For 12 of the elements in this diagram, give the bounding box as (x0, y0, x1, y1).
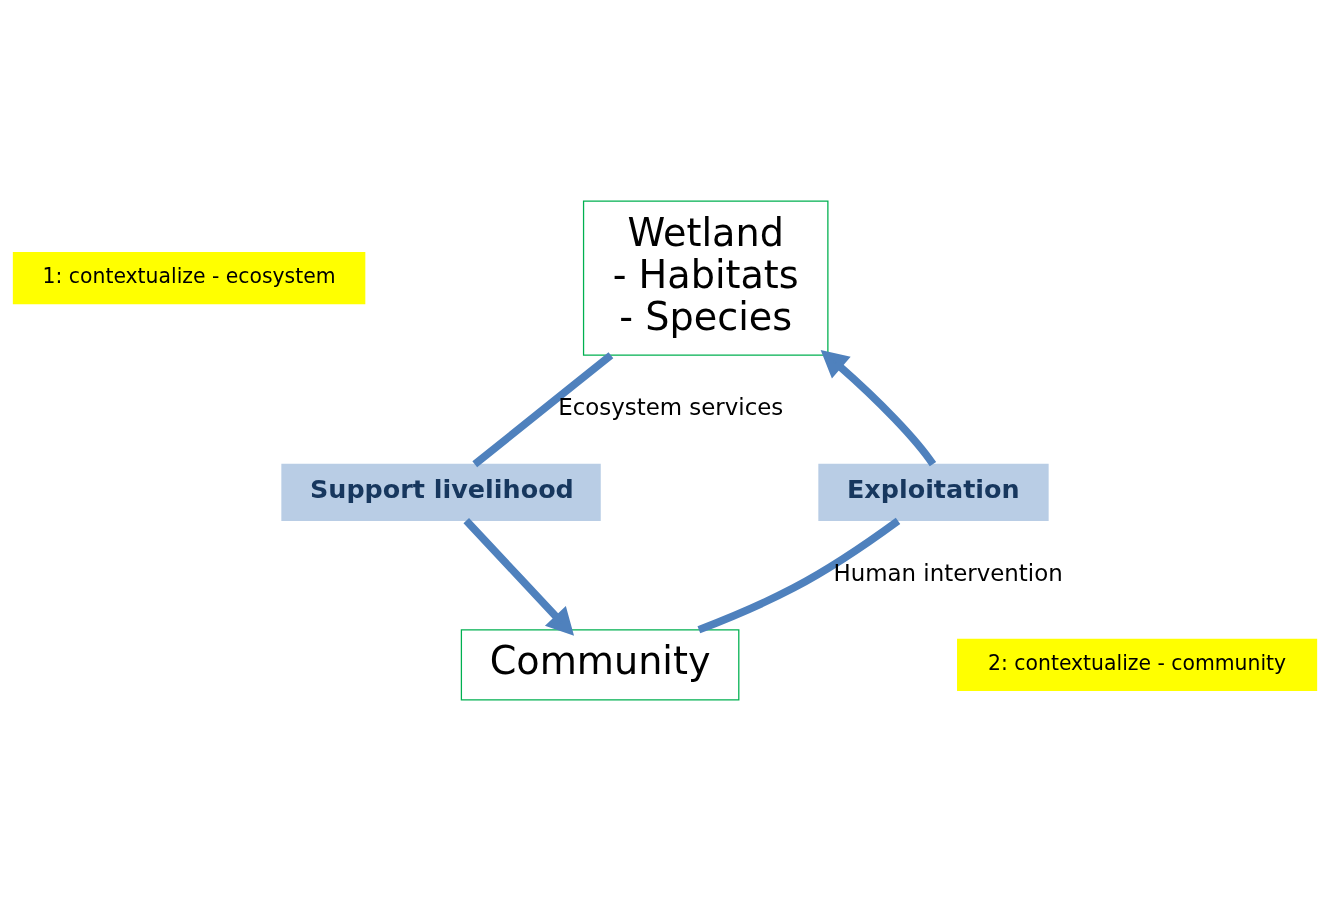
node-box: Exploitation (818, 463, 1049, 521)
node-box: 1: contextualize - ecosystem (12, 251, 366, 304)
arrow (463, 517, 575, 636)
node-box: Wetland - Habitats - Species (582, 199, 829, 356)
arrow (820, 349, 937, 466)
edge-label: Human intervention (833, 559, 1063, 586)
node-box: Support livelihood (281, 463, 601, 521)
connector (697, 517, 901, 633)
connector (472, 351, 614, 467)
edge-label: Ecosystem services (558, 393, 784, 420)
node-box: Community (460, 628, 740, 701)
node-box: 2: contextualize - community (957, 638, 1318, 691)
